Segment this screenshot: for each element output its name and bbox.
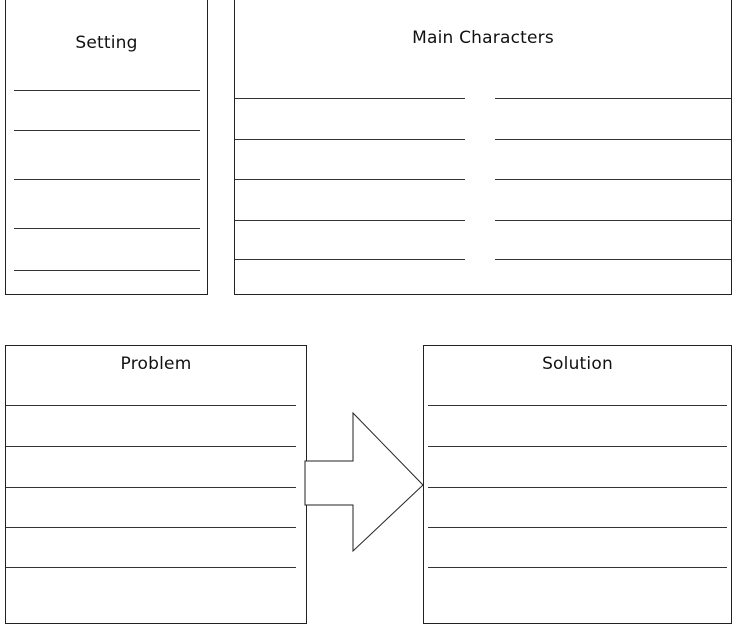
problem-box: Problem xyxy=(5,345,307,624)
writing-line[interactable] xyxy=(14,90,200,91)
solution-box: Solution xyxy=(423,345,732,624)
writing-line[interactable] xyxy=(14,130,200,131)
arrow-icon xyxy=(304,411,424,553)
solution-title: Solution xyxy=(542,354,613,374)
writing-line-left[interactable] xyxy=(235,98,465,99)
writing-line[interactable] xyxy=(6,446,296,447)
setting-box: Setting xyxy=(5,0,208,295)
writing-line[interactable] xyxy=(6,405,296,406)
writing-line-left[interactable] xyxy=(235,139,465,140)
writing-line-right[interactable] xyxy=(495,139,731,140)
writing-line[interactable] xyxy=(14,228,200,229)
writing-line-left[interactable] xyxy=(235,259,465,260)
setting-title: Setting xyxy=(75,33,138,53)
writing-line-right[interactable] xyxy=(495,220,731,221)
writing-line[interactable] xyxy=(428,405,727,406)
writing-line-left[interactable] xyxy=(235,179,465,180)
writing-line[interactable] xyxy=(14,270,200,271)
writing-line[interactable] xyxy=(428,567,727,568)
writing-line-right[interactable] xyxy=(495,259,731,260)
writing-line-left[interactable] xyxy=(235,220,465,221)
main-characters-box: Main Characters xyxy=(234,0,732,295)
writing-line-right[interactable] xyxy=(495,98,731,99)
problem-title: Problem xyxy=(120,354,192,374)
writing-line[interactable] xyxy=(428,527,727,528)
main-characters-title: Main Characters xyxy=(412,28,554,48)
writing-line[interactable] xyxy=(6,567,296,568)
writing-line[interactable] xyxy=(6,527,296,528)
writing-line[interactable] xyxy=(14,179,200,180)
writing-line[interactable] xyxy=(428,446,727,447)
writing-line[interactable] xyxy=(6,487,296,488)
writing-line-right[interactable] xyxy=(495,179,731,180)
writing-line[interactable] xyxy=(428,487,727,488)
